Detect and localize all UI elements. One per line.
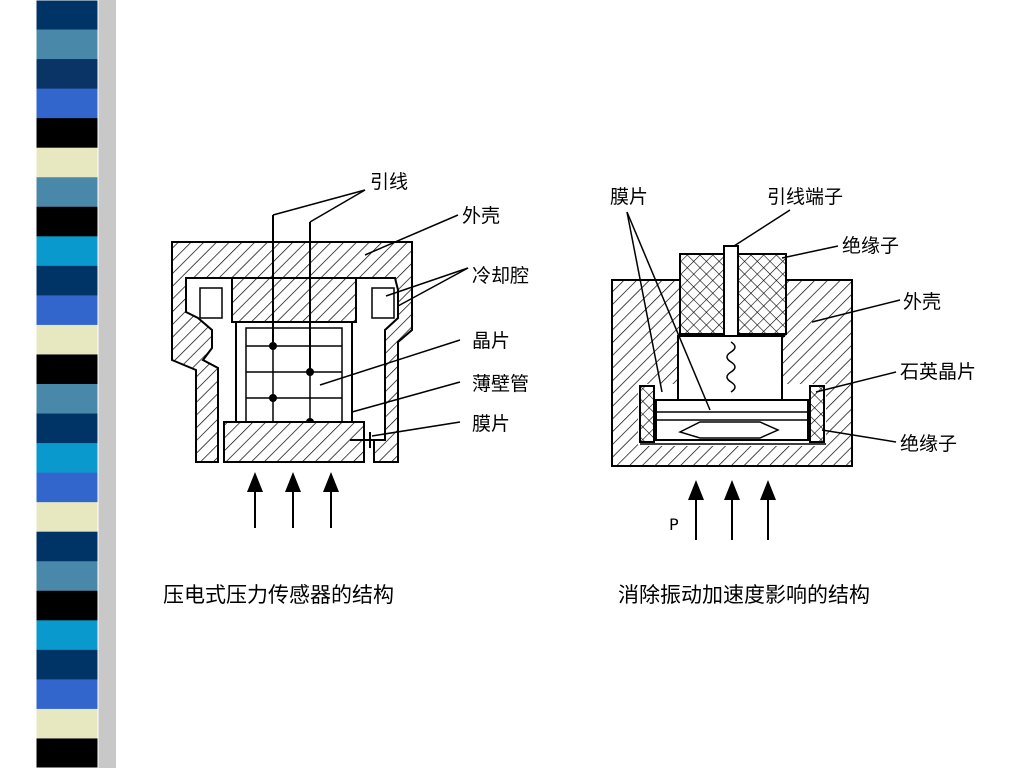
stripe-shadow [98, 0, 116, 768]
left-cooling-cavity-left [199, 287, 223, 319]
stripe-segment [36, 443, 98, 474]
right-label-insulator-bottom: 绝缘子 [900, 433, 957, 455]
stripe-segment [36, 531, 98, 562]
right-bottom-insulator-right [809, 385, 825, 443]
left-top-plug [231, 277, 357, 323]
stripes [35, 0, 99, 768]
left-diaphragm [223, 421, 365, 463]
right-label-housing: 外壳 [903, 291, 941, 313]
right-sensor-drawing: P 膜片 引线端子 绝缘子 外壳 石英晶片 绝缘子 消除振动加速度影响的结构 [610, 186, 976, 607]
stripe-segment [36, 118, 98, 149]
right-lead-terminal [723, 245, 739, 343]
stripe-segment [36, 708, 98, 739]
stripe-segment [36, 324, 98, 355]
left-label-lead-wire: 引线 [370, 171, 408, 193]
stripe-segment [36, 472, 98, 503]
right-bottom-insulator-left [639, 385, 655, 443]
stripe-segment [36, 679, 98, 710]
stripe-segment [36, 384, 98, 415]
stripe-segment [36, 236, 98, 267]
right-label-lead-terminal: 引线端子 [767, 186, 843, 208]
right-spring [726, 341, 736, 393]
right-label-insulator-top: 绝缘子 [842, 235, 899, 257]
right-label-quartz-crystal: 石英晶片 [900, 361, 976, 383]
left-label-cooling-cavity: 冷却腔 [472, 265, 529, 287]
right-caption: 消除振动加速度影响的结构 [618, 583, 870, 607]
stripe-segment [36, 206, 98, 237]
stripe-segment [36, 502, 98, 533]
right-inner-block [677, 335, 783, 401]
left-caption: 压电式压力传感器的结构 [163, 583, 394, 607]
left-label-crystal: 晶片 [472, 330, 510, 352]
stripe-segment [36, 147, 98, 178]
right-label-diaphragm: 膜片 [610, 186, 648, 208]
stripe-segment [36, 590, 98, 621]
stripe-segment [36, 88, 98, 119]
stripe-segment [36, 738, 98, 768]
stripe-segment [36, 649, 98, 680]
left-cooling-cavity-right [371, 287, 395, 319]
left-sensor-drawing: 引线 外壳 冷却腔 晶片 薄壁管 膜片 压电式压力传感器的结构 [163, 171, 529, 607]
stripe-segment [36, 620, 98, 651]
stripe-segment [36, 561, 98, 592]
left-label-housing: 外壳 [462, 205, 500, 227]
decorative-stripe-bar [35, 0, 116, 768]
stripe-segment [36, 354, 98, 385]
stripe-segment [36, 59, 98, 90]
left-label-thin-wall-tube: 薄壁管 [472, 373, 529, 395]
left-label-diaphragm: 膜片 [472, 413, 510, 435]
stripe-edge [35, 0, 99, 768]
left-crystal-stack [246, 328, 342, 426]
right-label-pressure: P [669, 515, 679, 534]
stripe-segment [36, 177, 98, 208]
stripe-segment [36, 265, 98, 296]
stripe-segment [36, 0, 98, 31]
stripe-segment [36, 29, 98, 60]
stripe-segment [36, 413, 98, 444]
stripe-segment [36, 295, 98, 326]
